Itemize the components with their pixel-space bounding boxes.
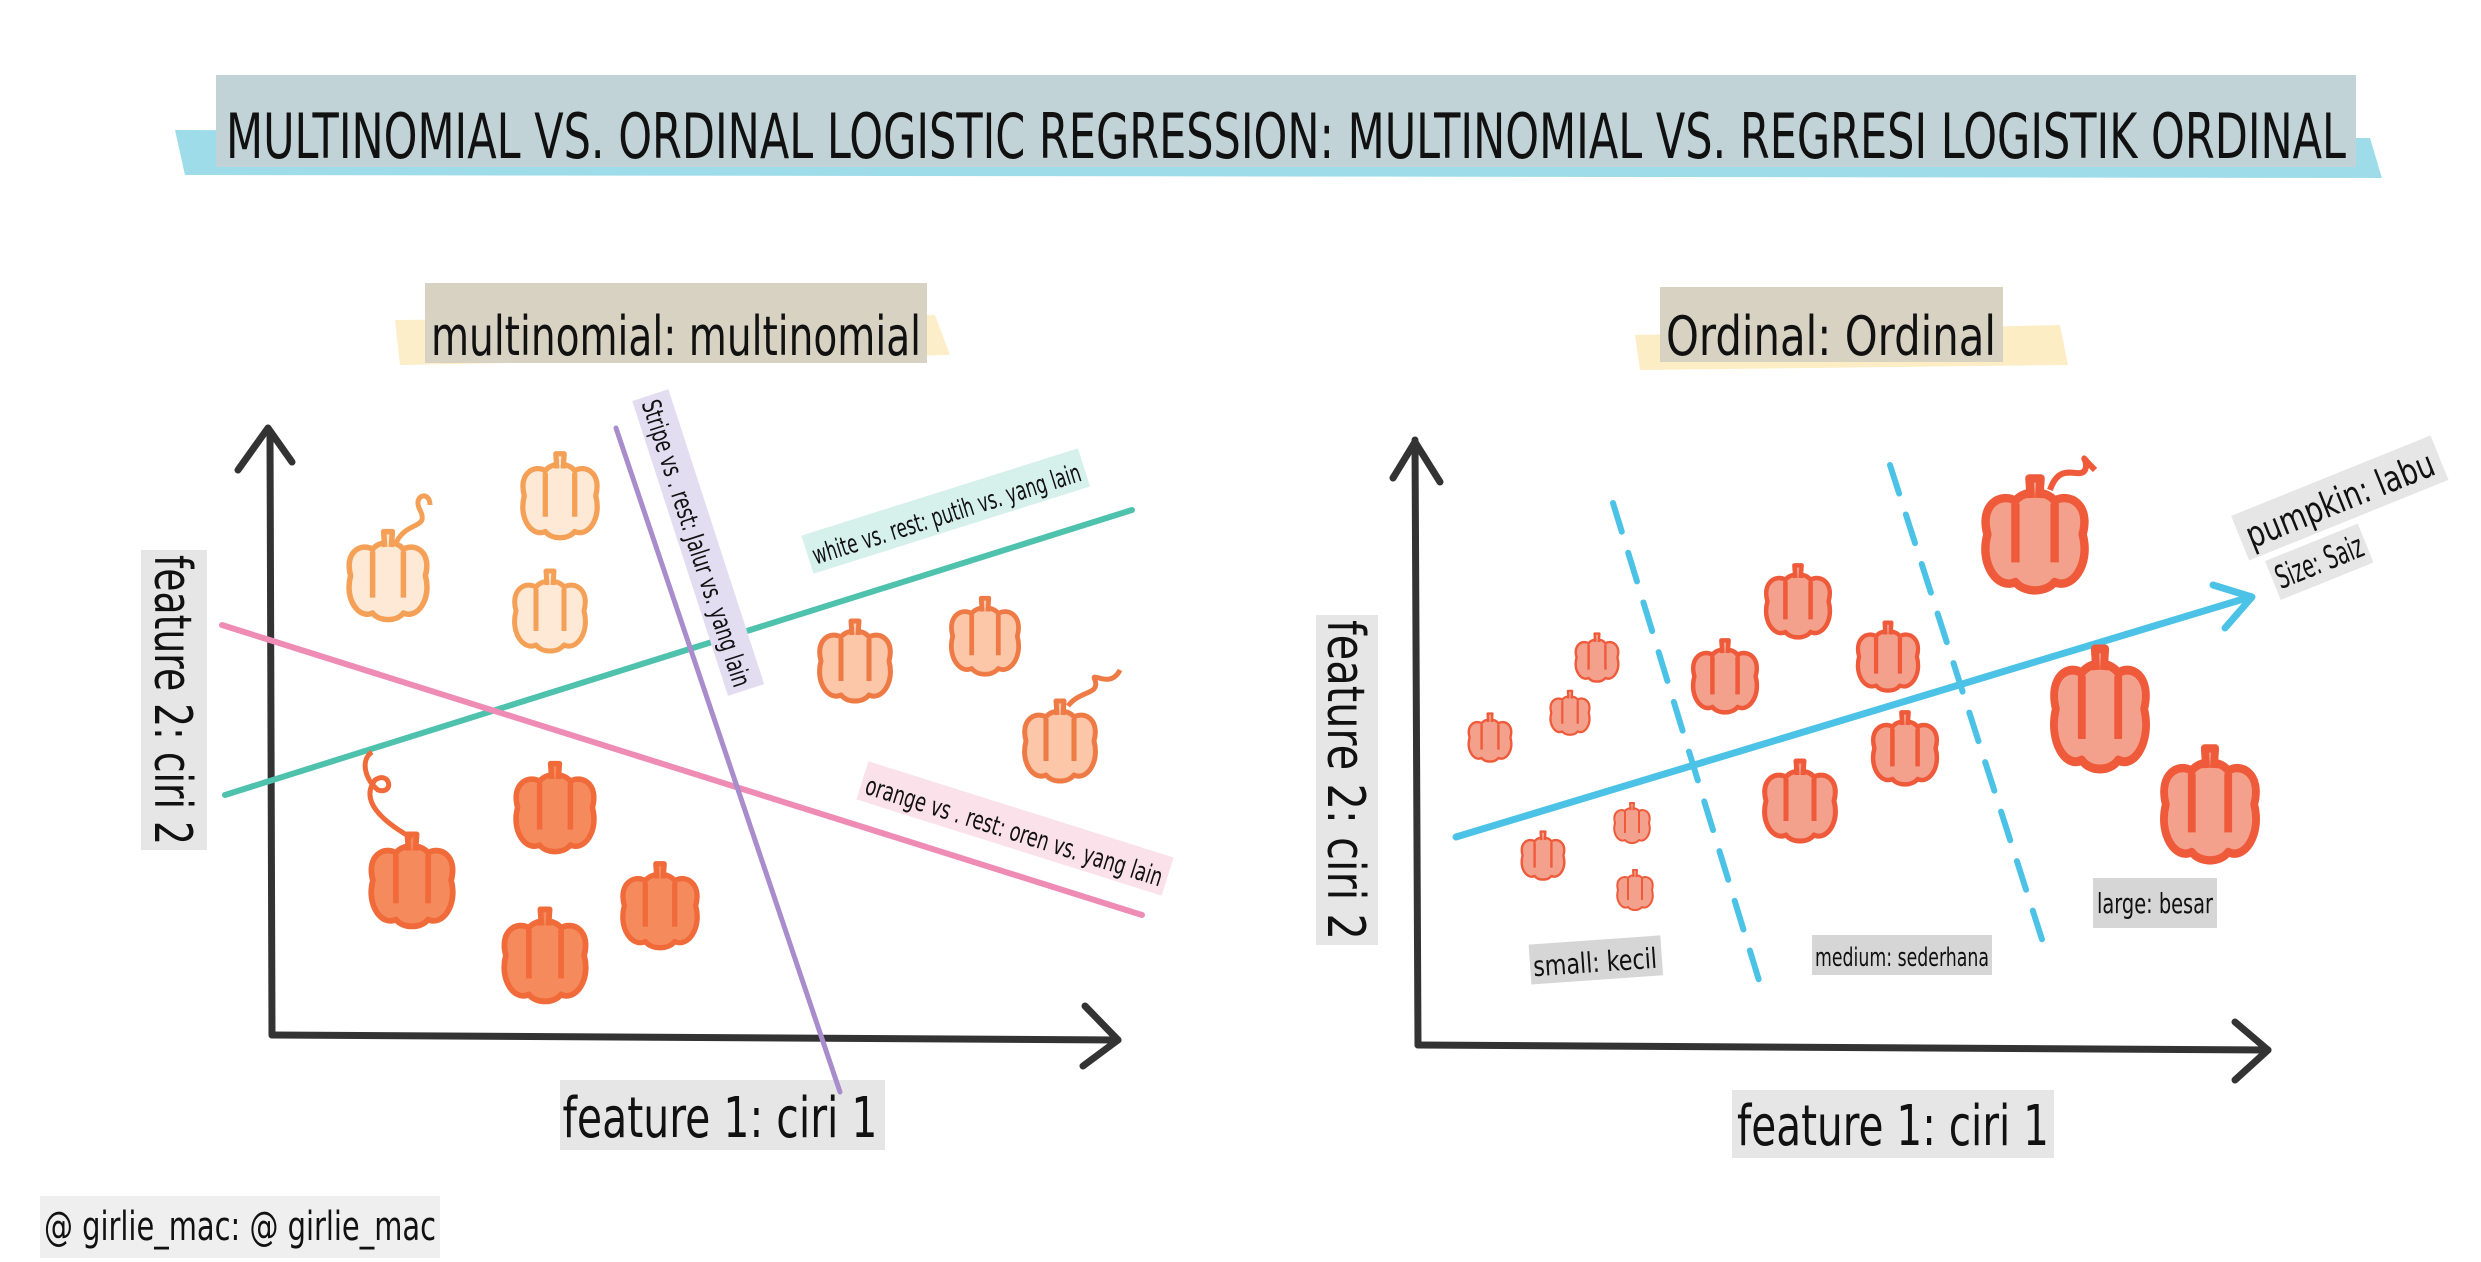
- pumpkin-large: [2164, 748, 2256, 860]
- svg-text:feature 1: ciri 1: feature 1: ciri 1: [563, 1086, 878, 1151]
- y-axis-arrowhead: [234, 424, 296, 474]
- pumpkin-orange: [623, 864, 697, 948]
- orange-vs-rest-line: [219, 622, 1145, 918]
- pumpkin-striped: [951, 598, 1018, 674]
- small-pumpkins: [1467, 632, 1654, 911]
- y-axis-label: feature 2: ciri 2: [141, 550, 207, 850]
- pumpkin-medium: [1858, 623, 1918, 691]
- pumpkin-vine: [1066, 668, 1123, 708]
- pumpkin-small: [1549, 689, 1591, 736]
- x-axis: [1414, 1041, 2272, 1054]
- bin-label-medium: medium: sederhana: [1812, 935, 1992, 975]
- pumpkin-white: [515, 571, 586, 651]
- x-axis-label: feature 1: ciri 1: [1732, 1090, 2054, 1159]
- x-axis-arrowhead: [2231, 1018, 2272, 1084]
- pumpkin-small: [1520, 830, 1566, 881]
- pumpkin-medium: [1873, 712, 1937, 784]
- pumpkin-large: [2054, 649, 2146, 769]
- striped-pumpkins: [820, 598, 1123, 781]
- multinomial-panel: multinomial: multinomial feature 2: ciri…: [141, 283, 1174, 1151]
- panel-title: Ordinal: Ordinal: [1666, 305, 1996, 368]
- y-axis-arrowhead: [1389, 438, 1444, 486]
- bin-separator: [1887, 462, 2050, 958]
- title-bg: [425, 283, 927, 363]
- pumpkin-small: [1574, 632, 1620, 683]
- white-vs-rest-label: white vs. rest: putih vs. yang lain: [801, 448, 1091, 574]
- svg-text:white vs. rest: putih vs. yang: white vs. rest: putih vs. yang lain: [809, 458, 1085, 571]
- svg-text:feature 2: ciri 2: feature 2: ciri 2: [1315, 620, 1375, 940]
- credit-text: @ girlie_mac: @ girlie_mac: [44, 1204, 436, 1250]
- pumpkin-striped: [1025, 701, 1096, 781]
- svg-text:feature 2: ciri 2: feature 2: ciri 2: [142, 555, 202, 845]
- white-vs-rest-line: [222, 507, 1135, 798]
- axes: [1389, 436, 2272, 1084]
- pumpkin-medium: [1765, 761, 1836, 841]
- multinomial-title: multinomial: multinomial: [395, 283, 950, 368]
- axes: [234, 424, 1122, 1070]
- size-arrow: [1452, 581, 2256, 841]
- title-bg: [1660, 287, 2003, 362]
- pumpkin-vine: [392, 493, 433, 547]
- bin-separator: [1610, 500, 1768, 1003]
- bin-label-small: small: kecil: [1528, 935, 1664, 985]
- pumpkin-white: [349, 532, 427, 620]
- pumpkin-striped: [820, 621, 891, 701]
- ordinal-panel: Ordinal: Ordinal feature 2: ciri 2 featu…: [1315, 287, 2449, 1159]
- stripe-vs-rest-line: [613, 425, 843, 1095]
- orange-pumpkins: [362, 749, 697, 1001]
- page-title: MULTINOMIAL VS. ORDINAL LOGISTIC REGRESS…: [226, 100, 2346, 173]
- bin-label-large: large: besar: [2093, 878, 2217, 928]
- pumpkin-medium: [1693, 640, 1757, 712]
- ordinal-title: Ordinal: Ordinal: [1635, 287, 2068, 370]
- panel-title: multinomial: multinomial: [431, 305, 921, 368]
- pumpkin-vine: [362, 749, 414, 841]
- pumpkin-medium: [1766, 565, 1830, 637]
- y-axis-label: feature 2: ciri 2: [1315, 615, 1378, 945]
- large-pumpkins: [1985, 455, 2256, 860]
- pumpkin-small: [1613, 802, 1651, 844]
- y-axis: [1411, 436, 1422, 1049]
- pumpkin-white: [523, 454, 597, 538]
- credit: @ girlie_mac: @ girlie_mac: [40, 1196, 440, 1258]
- x-axis-arrowhead: [1079, 1002, 1122, 1070]
- white-pumpkins: [349, 454, 597, 651]
- x-axis-label: feature 1: ciri 1: [560, 1080, 885, 1151]
- y-axis: [266, 428, 276, 1039]
- x-axis: [268, 1031, 1122, 1044]
- svg-text:medium: sederhana: medium: sederhana: [1815, 943, 1989, 973]
- pumpkin-vine: [2047, 455, 2098, 492]
- pumpkin-orange: [516, 764, 594, 852]
- pumpkin-small: [1467, 712, 1513, 763]
- svg-text:feature 1: ciri 1: feature 1: ciri 1: [1737, 1094, 2049, 1159]
- pumpkin-orange: [504, 909, 586, 1001]
- title-banner: MULTINOMIAL VS. ORDINAL LOGISTIC REGRESS…: [175, 75, 2382, 178]
- svg-text:large: besar: large: besar: [2097, 887, 2213, 920]
- title-bg: [216, 75, 2356, 167]
- pumpkin-small: [1616, 869, 1654, 911]
- pumpkin-orange: [371, 834, 453, 926]
- pumpkin-large: [1985, 478, 2084, 590]
